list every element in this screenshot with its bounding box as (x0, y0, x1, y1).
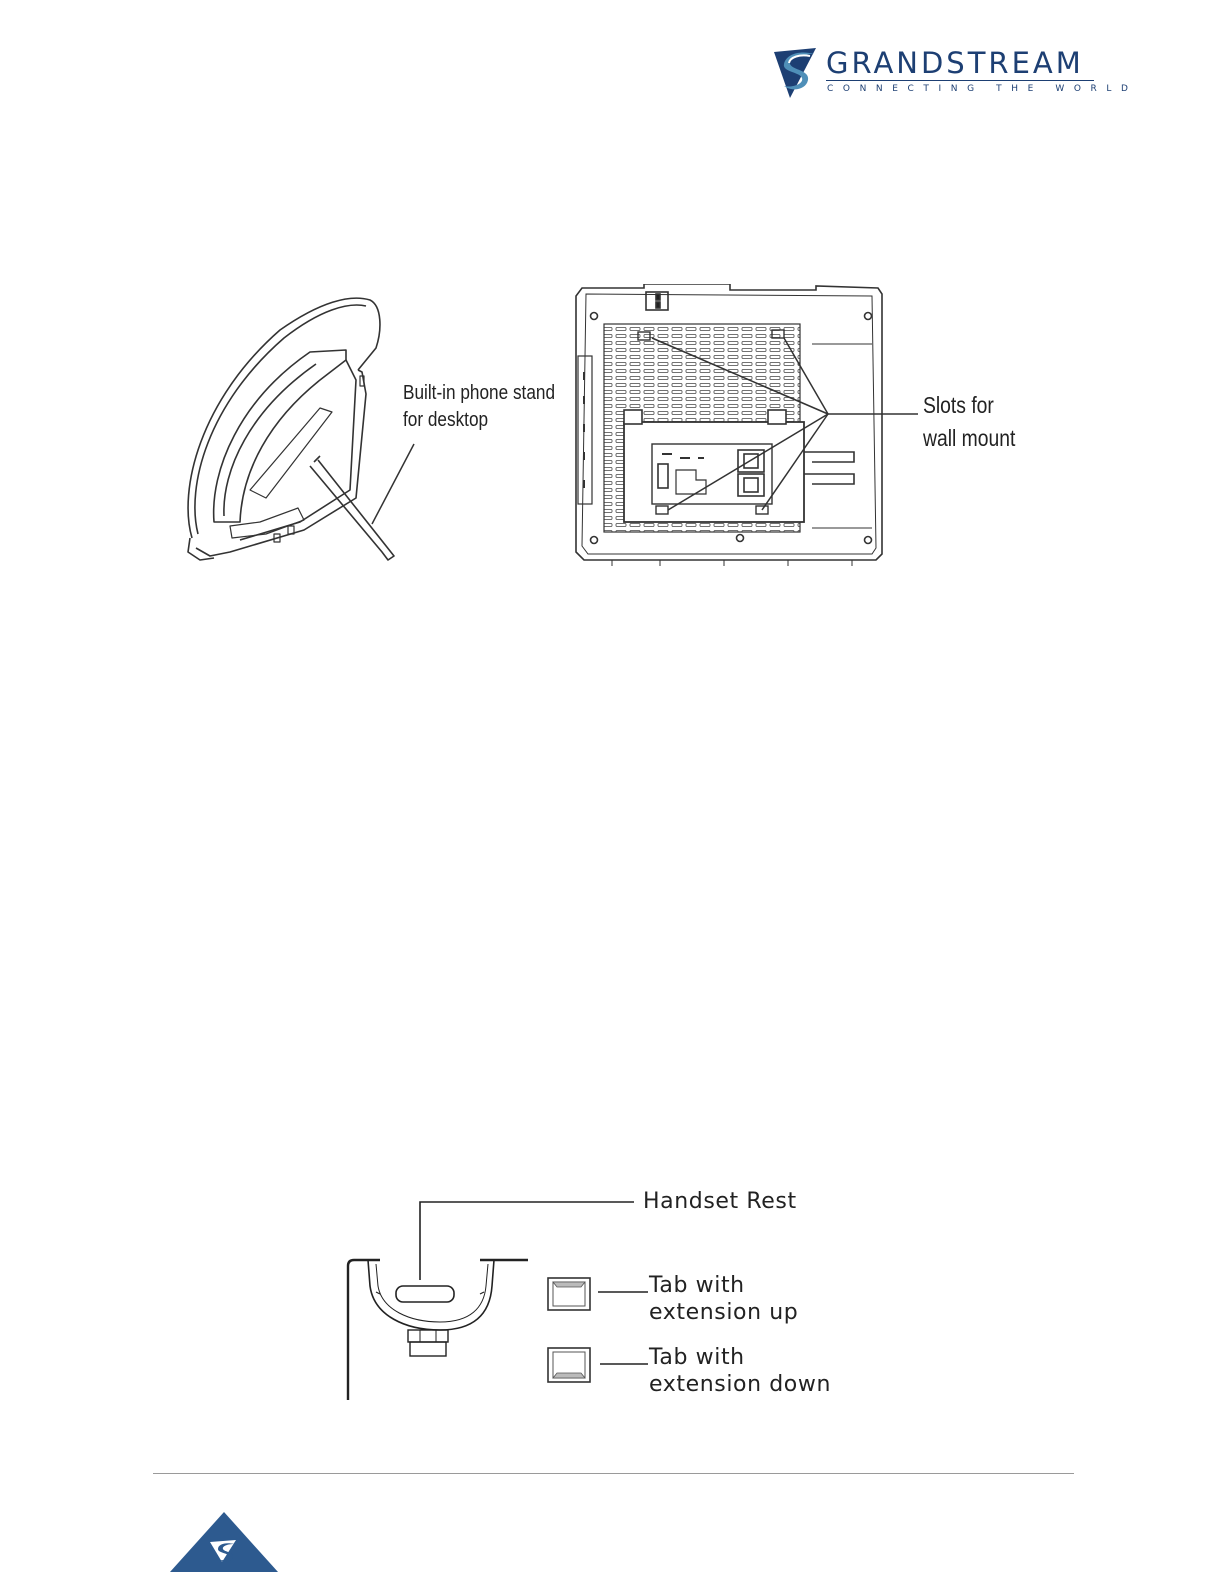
desk-stand-label-line2: for desktop (403, 407, 488, 434)
desk-stand-label-line1: Built-in phone stand (403, 380, 555, 407)
tab-up-label-line1: Tab with (649, 1272, 745, 1299)
desk-stand-leader-line (360, 440, 420, 530)
grandstream-logo-icon (770, 46, 822, 100)
brand-name: GRANDSTREAM (826, 46, 1084, 80)
wall-slots-label-line2: wall mount (923, 422, 1015, 455)
footer-rule (153, 1473, 1074, 1474)
brand-tagline: CONNECTING THE WORLD (827, 84, 1138, 94)
handset-rest-label: Handset Rest (643, 1188, 797, 1215)
tab-extension-down-icon (546, 1346, 650, 1384)
footer-logo-icon (170, 1512, 278, 1572)
wall-slots-label-line1: Slots for (923, 389, 994, 422)
tab-down-label-line2: extension down (649, 1371, 831, 1398)
brand-rule (826, 80, 1094, 81)
tab-extension-up-icon (546, 1276, 650, 1312)
tab-up-label-line2: extension up (649, 1299, 798, 1326)
tab-down-label-line1: Tab with (649, 1344, 745, 1371)
wall-slots-leader-lines (572, 284, 922, 566)
